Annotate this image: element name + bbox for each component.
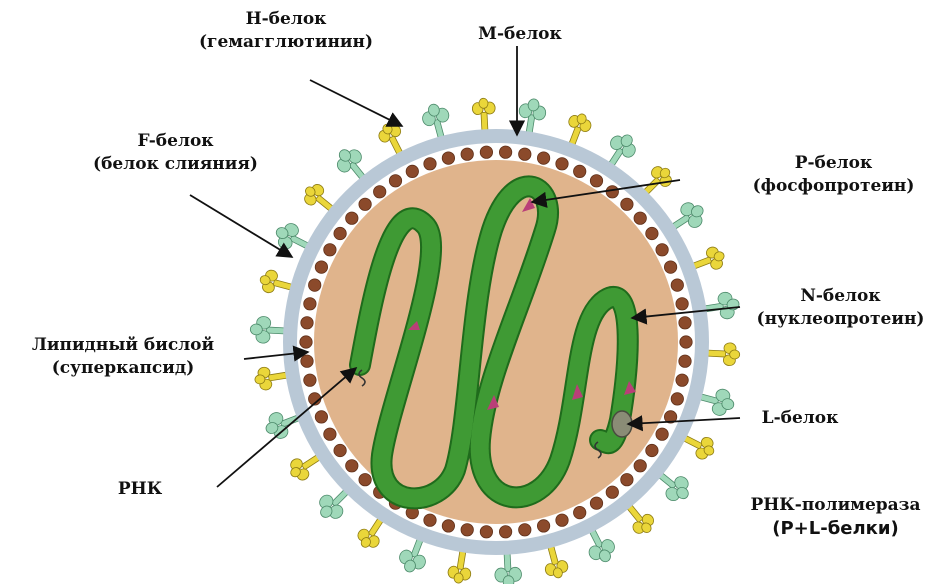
label-m-protein: М-белок bbox=[460, 23, 580, 46]
f-protein-pointer bbox=[190, 195, 292, 257]
matrix-protein-bead bbox=[480, 526, 492, 538]
matrix-protein-bead bbox=[676, 374, 688, 386]
matrix-protein-bead bbox=[424, 514, 436, 526]
matrix-protein-bead bbox=[346, 212, 358, 224]
matrix-protein-bead bbox=[556, 514, 568, 526]
h-protein-pointer bbox=[310, 80, 402, 126]
label-l-protein: L-белок bbox=[745, 407, 855, 430]
matrix-protein-bead bbox=[537, 152, 549, 164]
matrix-protein-bead bbox=[646, 444, 658, 456]
h-protein-title: Н-белок bbox=[175, 8, 397, 31]
matrix-protein-bead bbox=[406, 165, 418, 177]
matrix-protein-bead bbox=[499, 146, 511, 158]
rna-title: РНК bbox=[100, 478, 180, 501]
f-protein-spike bbox=[494, 551, 522, 584]
matrix-protein-bead bbox=[304, 374, 316, 386]
rna-polymerase-title: РНК-полимераза bbox=[728, 494, 943, 517]
f-protein-subtitle: (белок слияния) bbox=[68, 153, 283, 176]
matrix-protein-bead bbox=[680, 336, 692, 348]
n-protein-title: N-белок bbox=[738, 285, 943, 308]
matrix-protein-bead bbox=[676, 298, 688, 310]
matrix-protein-bead bbox=[315, 411, 327, 423]
matrix-protein-bead bbox=[606, 186, 618, 198]
matrix-protein-bead bbox=[634, 212, 646, 224]
matrix-protein-bead bbox=[334, 227, 346, 239]
h-protein-subtitle: (гемагглютинин) bbox=[175, 31, 397, 54]
p-protein-subtitle: (фосфопротеин) bbox=[726, 175, 941, 198]
label-n-protein: N-белок (нуклеопротеин) bbox=[738, 285, 943, 331]
label-p-protein: Р-белок (фосфопротеин) bbox=[726, 152, 941, 198]
matrix-protein-bead bbox=[671, 279, 683, 291]
label-f-protein: F-белок (белок слияния) bbox=[68, 130, 283, 176]
matrix-protein-bead bbox=[634, 460, 646, 472]
matrix-protein-bead bbox=[671, 393, 683, 405]
l-protein-title: L-белок bbox=[745, 407, 855, 430]
matrix-protein-bead bbox=[574, 506, 586, 518]
h-protein-spike bbox=[472, 98, 497, 133]
matrix-protein-bead bbox=[389, 175, 401, 187]
matrix-protein-bead bbox=[424, 158, 436, 170]
label-h-protein: Н-белок (гемагглютинин) bbox=[175, 8, 397, 54]
matrix-protein-bead bbox=[461, 524, 473, 536]
matrix-protein-bead bbox=[646, 227, 658, 239]
matrix-protein-bead bbox=[621, 474, 633, 486]
matrix-protein-bead bbox=[679, 317, 691, 329]
matrix-protein-bead bbox=[519, 524, 531, 536]
matrix-protein-bead bbox=[324, 428, 336, 440]
label-lipid-bilayer: Липидный бислой (суперкапсид) bbox=[5, 334, 241, 380]
f-protein-spike bbox=[250, 316, 287, 344]
matrix-protein-bead bbox=[334, 444, 346, 456]
matrix-protein-bead bbox=[374, 186, 386, 198]
matrix-protein-bead bbox=[301, 317, 313, 329]
matrix-protein-bead bbox=[590, 175, 602, 187]
matrix-protein-bead bbox=[461, 148, 473, 160]
label-rna-polymerase: РНК-полимераза (Р+L-белки) bbox=[728, 494, 943, 540]
matrix-protein-bead bbox=[621, 198, 633, 210]
matrix-protein-bead bbox=[664, 261, 676, 273]
matrix-protein-bead bbox=[315, 261, 327, 273]
matrix-protein-bead bbox=[590, 497, 602, 509]
matrix-protein-bead bbox=[346, 460, 358, 472]
matrix-protein-bead bbox=[309, 279, 321, 291]
matrix-protein-bead bbox=[679, 355, 691, 367]
rna-polymerase-subtitle: (Р+L-белки) bbox=[728, 517, 943, 540]
label-rna: РНК bbox=[100, 478, 180, 501]
matrix-protein-bead bbox=[656, 244, 668, 256]
lipid-pointer bbox=[244, 352, 308, 359]
p-protein-title: Р-белок bbox=[726, 152, 941, 175]
matrix-protein-bead bbox=[574, 165, 586, 177]
lipid-title: Липидный бислой bbox=[5, 334, 241, 357]
matrix-protein-bead bbox=[359, 198, 371, 210]
matrix-protein-bead bbox=[656, 428, 668, 440]
matrix-protein-bead bbox=[480, 146, 492, 158]
matrix-protein-bead bbox=[359, 474, 371, 486]
m-protein-title: М-белок bbox=[460, 23, 580, 46]
matrix-protein-bead bbox=[304, 298, 316, 310]
h-protein-spike bbox=[705, 342, 740, 367]
matrix-protein-bead bbox=[301, 355, 313, 367]
matrix-protein-bead bbox=[499, 526, 511, 538]
n-protein-subtitle: (нуклеопротеин) bbox=[738, 308, 943, 331]
f-protein-title: F-белок bbox=[68, 130, 283, 153]
matrix-protein-bead bbox=[606, 486, 618, 498]
matrix-protein-bead bbox=[324, 244, 336, 256]
lipid-subtitle: (суперкапсид) bbox=[5, 357, 241, 380]
matrix-protein-bead bbox=[442, 520, 454, 532]
matrix-protein-bead bbox=[519, 148, 531, 160]
matrix-protein-bead bbox=[537, 520, 549, 532]
matrix-protein-bead bbox=[556, 158, 568, 170]
matrix-protein-bead bbox=[300, 336, 312, 348]
matrix-protein-bead bbox=[442, 152, 454, 164]
